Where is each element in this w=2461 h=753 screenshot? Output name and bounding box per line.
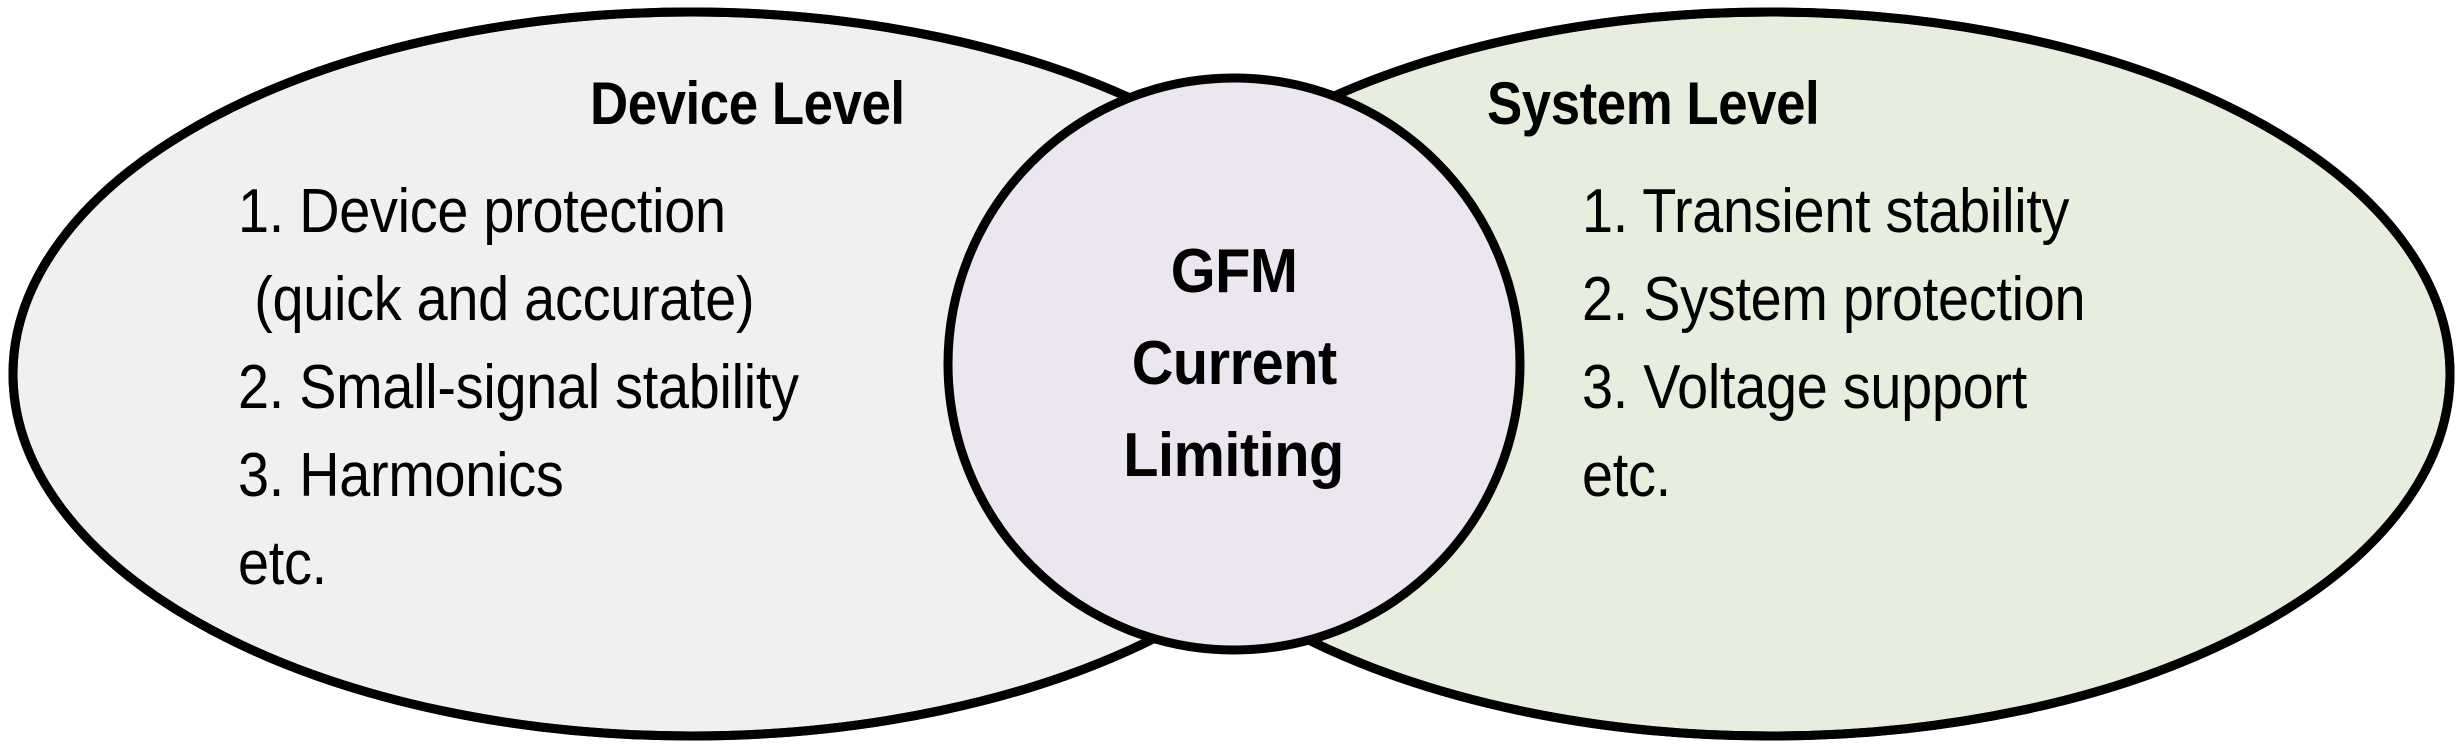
list-item: 3. Voltage support (1582, 353, 2027, 422)
list-item: 2. System protection (1582, 265, 2086, 334)
center-label-line-1: GFM (1170, 237, 1298, 306)
list-item: 2. Small-signal stability (238, 353, 799, 422)
list-item: etc. (238, 529, 327, 598)
center-label-line-2: Current (1131, 329, 1337, 398)
right-group-list: 1. Transient stability 2. System protect… (1582, 168, 2086, 520)
list-item: 1. Device protection (238, 177, 726, 246)
right-group-title: System Level (1487, 70, 1820, 137)
list-item: 3. Harmonics (238, 441, 564, 510)
list-item: (quick and accurate) (254, 265, 755, 334)
left-group-list: 1. Device protection (quick and accurate… (238, 168, 799, 608)
list-item: 1. Transient stability (1582, 177, 2070, 246)
center-label-line-3: Limiting (1123, 421, 1345, 490)
center-circle-label: GFM Current Limiting (948, 68, 1520, 660)
left-group-title: Device Level (590, 70, 905, 137)
center-circle[interactable] (943, 73, 1525, 655)
list-item: etc. (1582, 441, 1671, 510)
